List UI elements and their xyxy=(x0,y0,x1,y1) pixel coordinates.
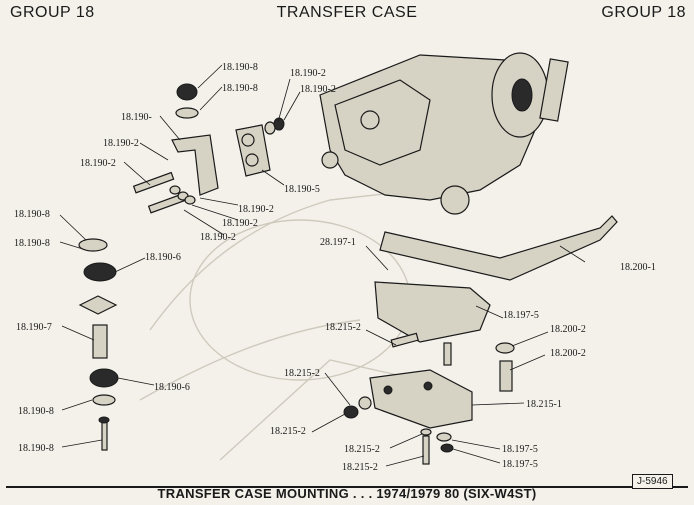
label-18-190-2-g: 18.190-2 xyxy=(300,84,336,95)
label-18-190-8-k: 18.190-8 xyxy=(14,209,50,220)
label-18-215-2-b: 18.215-2 xyxy=(284,368,320,379)
background-frame-ghost xyxy=(139,189,421,461)
label-18-215-1: 18.215-1 xyxy=(526,399,562,410)
label-18-197-5-c: 18.197-5 xyxy=(502,459,538,470)
label-18-215-2-e: 18.215-2 xyxy=(342,462,378,473)
label-18-190-8-a: 18.190-8 xyxy=(222,62,258,73)
label-18-197-5-a: 18.197-5 xyxy=(503,310,539,321)
label-18-200-2-a: 18.200-2 xyxy=(550,324,586,335)
label-28-197-1: 28.197-1 xyxy=(320,237,356,248)
transfer-case-housing xyxy=(319,52,569,215)
label-18-190-2-d: 18.190-2 xyxy=(103,138,139,149)
label-18-190-6-m: 18.190-6 xyxy=(145,252,181,263)
group-label-left: GROUP 18 xyxy=(10,4,95,21)
mount-bracket-left xyxy=(171,124,271,196)
label-18-190-2-e: 18.190-2 xyxy=(80,158,116,169)
group-label-right: GROUP 18 xyxy=(601,4,686,21)
label-18-190-2-h: 18.190-2 xyxy=(238,204,274,215)
reference-number: J-5946 xyxy=(632,474,673,489)
label-18-200-2-b: 18.200-2 xyxy=(550,348,586,359)
page-title: TRANSFER CASE xyxy=(276,4,418,21)
label-18-190-8-b: 18.190-8 xyxy=(222,83,258,94)
figure-caption: TRANSFER CASE MOUNTING . . . 1974/1979 8… xyxy=(157,486,537,501)
footer-rule xyxy=(6,486,688,488)
part-labels: 18.190-8 18.190-8 18.190- 18.190-2 18.19… xyxy=(14,62,656,473)
label-18-190-7: 18.190-7 xyxy=(16,322,52,333)
label-18-190-6-n: 18.190-6 xyxy=(154,382,190,393)
nut-and-washers-top xyxy=(175,83,285,135)
label-18-190-2-f: 18.190-2 xyxy=(290,68,326,79)
label-18-190-8-p: 18.190-8 xyxy=(18,443,54,454)
label-18-190-5: 18.190-5 xyxy=(284,184,320,195)
mount-bracket-right xyxy=(343,332,515,465)
label-18-190-8-o: 18.190-8 xyxy=(18,406,54,417)
label-18-215-2-d: 18.215-2 xyxy=(344,444,380,455)
insulator-stack-left xyxy=(78,238,119,451)
crossmember-bracket xyxy=(374,215,618,343)
label-18-190-8-l: 18.190-8 xyxy=(14,238,50,249)
label-18-215-2-c: 18.215-2 xyxy=(270,426,306,437)
leader-lines xyxy=(59,64,586,467)
label-18-190-c: 18.190- xyxy=(121,112,152,123)
label-18-215-2-a: 18.215-2 xyxy=(325,322,361,333)
label-18-190-2-i: 18.190-2 xyxy=(222,218,258,229)
label-18-197-5-b: 18.197-5 xyxy=(502,444,538,455)
bolts-left xyxy=(132,171,196,214)
label-18-190-2-j: 18.190-2 xyxy=(200,232,236,243)
label-18-200-1: 18.200-1 xyxy=(620,262,656,273)
